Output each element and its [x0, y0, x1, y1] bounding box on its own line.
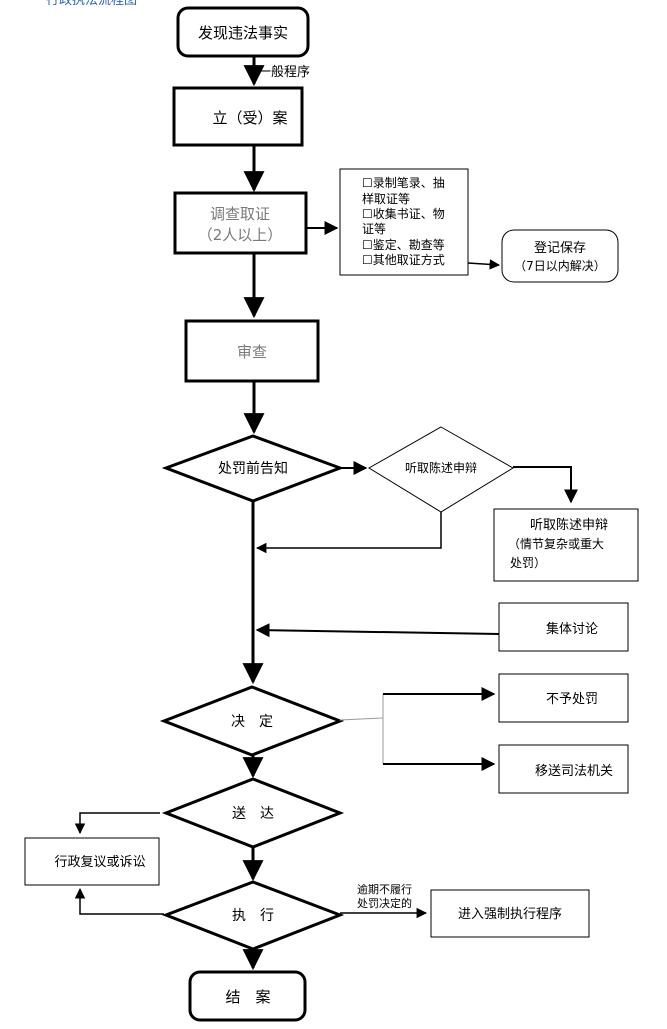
register-box: [501, 229, 619, 283]
review-box: [184, 319, 320, 383]
investigate-box: [173, 191, 308, 255]
execute-label: 执 行: [232, 908, 274, 924]
arrow-hear-box: [513, 466, 578, 504]
review-label: 审查: [237, 343, 267, 361]
review-lawsuit-label: 行政复议或诉讼: [54, 855, 145, 870]
arrow-hear-back: [255, 512, 442, 554]
evidence-line-3: ☐收集书证、物: [362, 206, 445, 221]
no-penalty-label: 不予处罚: [546, 692, 598, 707]
collective-label: 集体讨论: [546, 621, 598, 637]
register-label-2: （7日以内解决）: [514, 259, 606, 273]
investigate-label-1: 调查取证: [210, 205, 270, 223]
close-label: 结 案: [225, 988, 270, 1006]
decision-label: 决 定: [231, 714, 273, 730]
transfer-box: [498, 744, 629, 794]
file-case-box: [172, 86, 304, 147]
general-procedure-label: 一般程序: [258, 64, 310, 80]
arrow-collective-back: [255, 623, 500, 638]
enforce-label: 进入强制执行程序: [458, 907, 562, 922]
transfer-label: 移送司法机关: [535, 764, 613, 779]
header-partial: 行政执法流程图: [46, 0, 137, 8]
review-lawsuit-box: [24, 837, 160, 886]
arrow-evidence-register: [467, 259, 501, 270]
pre-notice-label: 处罚前告知: [218, 460, 288, 477]
evidence-line-4: 证等: [362, 222, 386, 236]
evidence-line-2: 样取证等: [362, 191, 410, 206]
enforce-box: [430, 889, 590, 938]
no-penalty-box: [498, 673, 629, 723]
hearing-box: [493, 508, 639, 582]
overdue-label-1: 逾期不履行: [357, 882, 412, 896]
discover-box: [176, 6, 310, 58]
arrow-execute-review: [74, 887, 164, 915]
hearing-box-line-1: 听取陈述申辩: [530, 517, 608, 533]
discover-label: 发现违法事实: [198, 24, 288, 42]
hearing-box-line-2: （情节复杂或重大: [508, 537, 604, 551]
evidence-line-6: ☐其他取证方式: [362, 252, 445, 267]
arrow-delivery-review: [74, 812, 160, 835]
evidence-methods-box: [339, 168, 469, 276]
hear-statement-label: 听取陈述申辩: [405, 460, 477, 475]
overdue-label-2: 处罚决定的: [357, 896, 412, 910]
investigate-label-2: （2人以上）: [198, 226, 283, 244]
collective-box: [498, 602, 629, 652]
delivery-label: 送 达: [232, 806, 274, 822]
file-case-label: 立（受）案: [212, 109, 287, 127]
decision-branch-line: [339, 717, 384, 721]
evidence-line-5: ☐鉴定、勘查等: [362, 237, 445, 252]
evidence-line-1: ☐录制笔录、抽: [362, 175, 445, 190]
close-box: [188, 970, 307, 1022]
register-label-1: 登记保存: [534, 241, 586, 256]
hearing-box-line-3: 处罚）: [510, 556, 546, 570]
